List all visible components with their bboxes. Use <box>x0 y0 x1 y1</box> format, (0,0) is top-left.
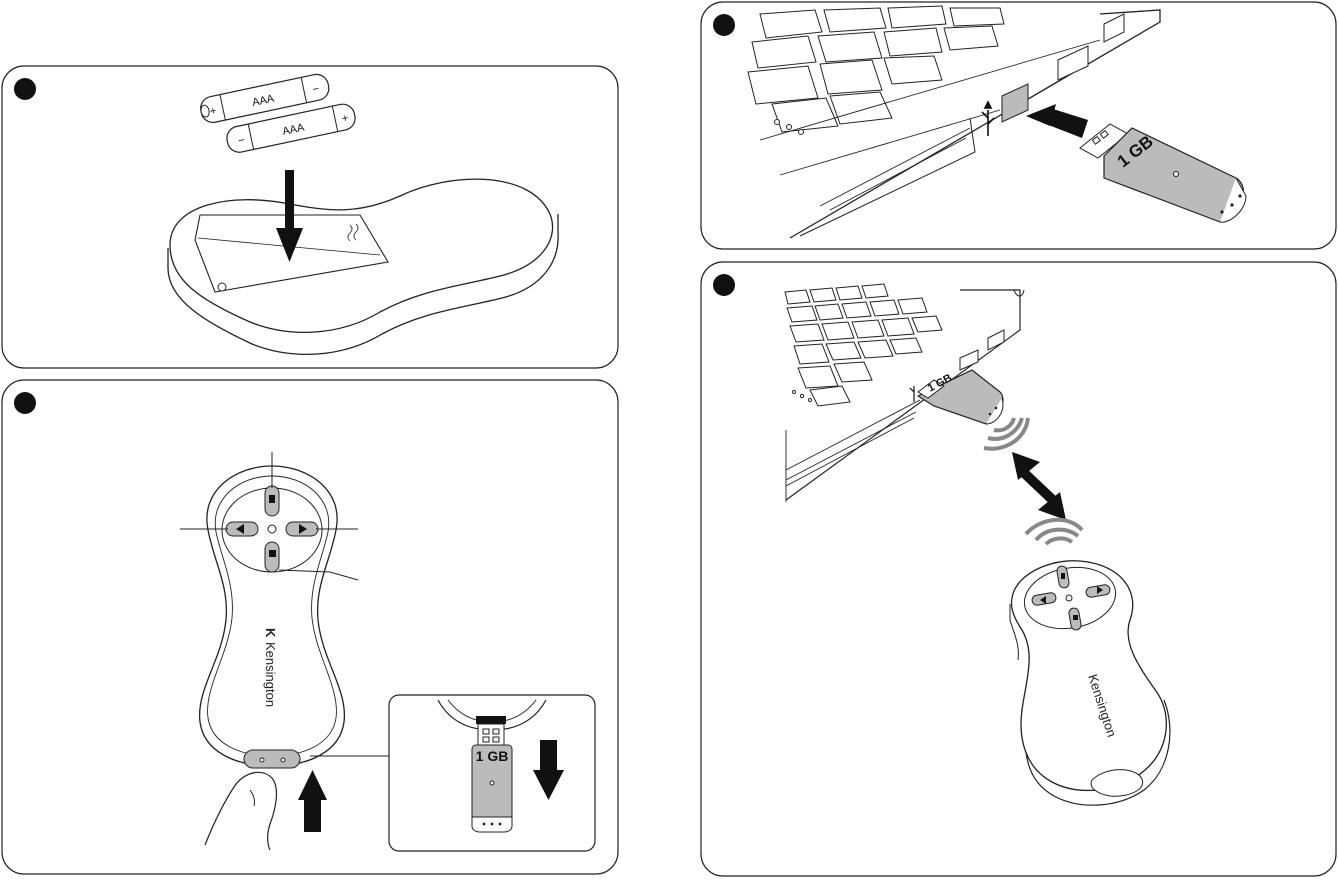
remote-brand-label: Kensington <box>263 642 278 707</box>
step-2-marker <box>14 392 36 414</box>
panel-step-2: K Kensington 1 <box>2 380 618 874</box>
panel-step-1: + AAA − − AAA + <box>2 66 618 368</box>
receiver-inset: 1 GB <box>389 695 595 851</box>
kensington-logo-icon: K <box>263 628 278 638</box>
panel-step-3: 1 GB <box>701 2 1336 249</box>
step-3-marker <box>713 14 735 36</box>
inset-receiver-label: 1 GB <box>476 748 509 764</box>
svg-text:K: K <box>263 628 278 638</box>
step-4-marker <box>713 274 735 296</box>
panel-step-4: 1 GB <box>701 262 1336 876</box>
step-1-marker <box>14 78 36 100</box>
